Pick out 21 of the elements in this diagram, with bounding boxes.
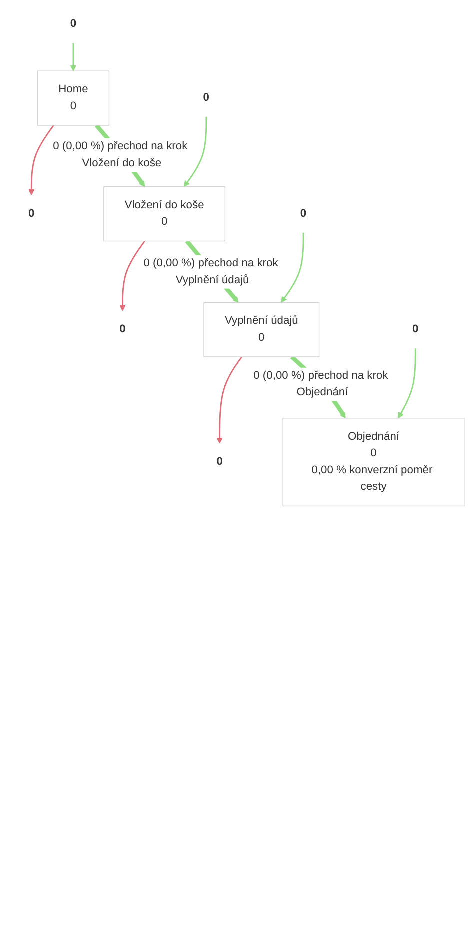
- arrow: [28, 125, 54, 196]
- edge-label: 0 (0,00 %) přechod na krok Vložení do koše: [53, 140, 188, 170]
- arrow: [216, 356, 243, 444]
- node-text: 0: [28, 208, 35, 220]
- arrow: [70, 43, 77, 72]
- edge-label: 0 (0,00 %) přechod na krok Vyplnění údajů: [144, 257, 278, 286]
- node-text: 0: [203, 92, 210, 104]
- arrow: [184, 117, 208, 188]
- edge-label: 0 (0,00 %) přechod na krok Objednání: [254, 370, 388, 398]
- node-text: 0: [412, 324, 419, 336]
- node-box: Vložení do koše 0: [104, 186, 226, 242]
- node-box: Vyplnění údajů 0: [204, 302, 320, 358]
- node-text: 0: [216, 456, 223, 468]
- node-box: Home 0: [37, 70, 110, 126]
- node-text: 0: [70, 18, 77, 30]
- node-box: Objednání 0 0,00 % konverzní poměr cesty: [282, 418, 465, 507]
- node-text: 0: [300, 208, 307, 220]
- arrow: [281, 232, 304, 303]
- arrow: [120, 240, 146, 312]
- arrow: [398, 348, 416, 419]
- node-text: 0: [120, 324, 126, 336]
